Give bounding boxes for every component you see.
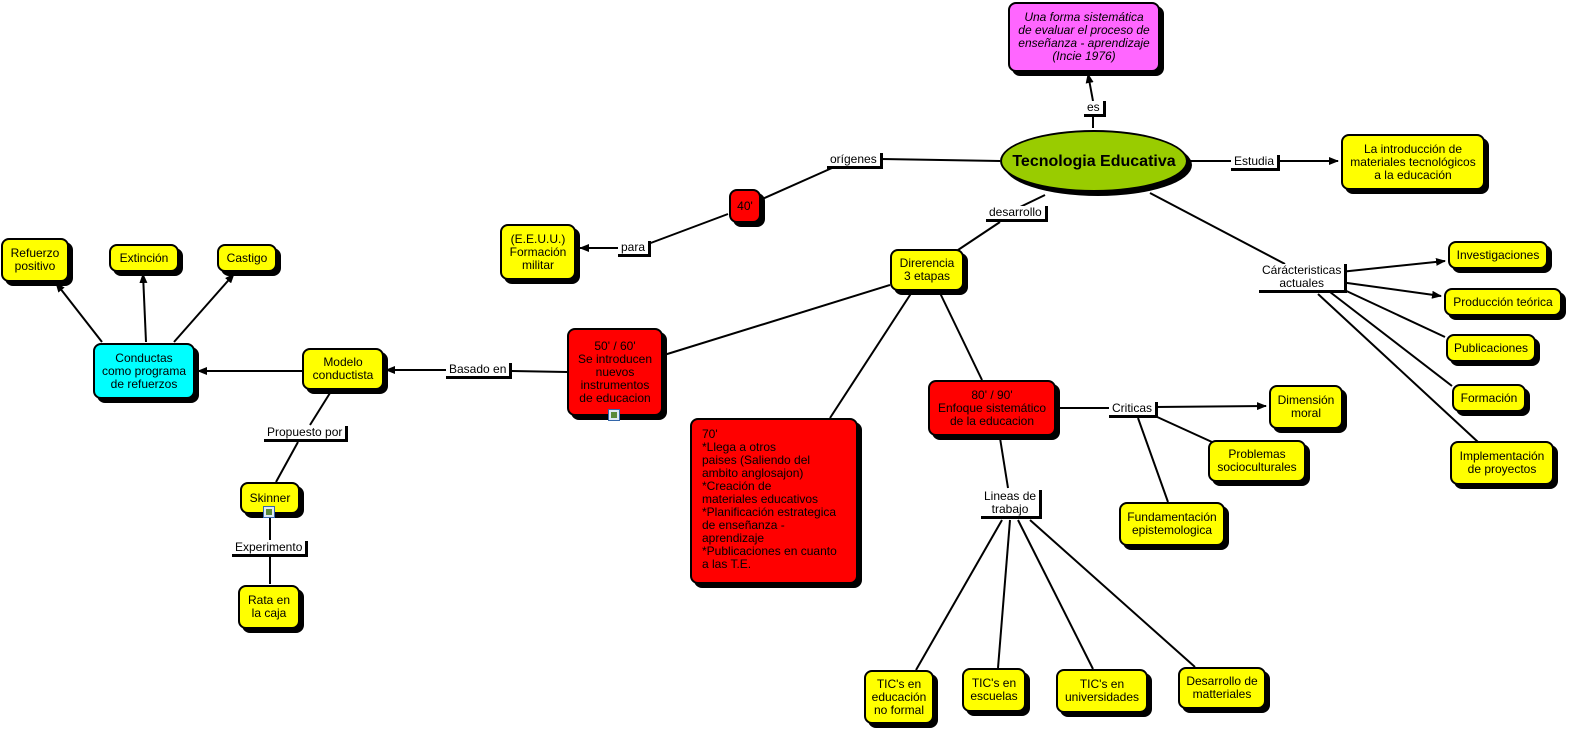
link-proposed-skinner — [275, 441, 299, 483]
node-tecnologia-educativa[interactable]: Tecnologia Educativa — [1000, 130, 1188, 192]
node-sociocultural-problems[interactable]: Problemas socioculturales — [1208, 440, 1306, 482]
node-intro-materials[interactable]: La introducción de materiales tecnológic… — [1341, 134, 1485, 190]
node-rat-in-box[interactable]: Rata en la caja — [238, 585, 300, 629]
image-icon[interactable] — [263, 506, 275, 518]
link-current-publications — [1339, 287, 1446, 338]
link-center-origins — [879, 158, 1001, 162]
node-moral-dimension[interactable]: Dimensión moral — [1269, 385, 1343, 429]
link-eighties-worklines — [999, 437, 1009, 489]
node-extinction[interactable]: Extinción — [109, 244, 179, 272]
link-stages-seventies — [829, 291, 913, 419]
node-publications[interactable]: Publicaciones — [1446, 334, 1536, 362]
link-origins-forties — [759, 167, 833, 201]
node-research[interactable]: Investigaciones — [1448, 241, 1548, 269]
node-tic-nonformal[interactable]: TIC's en educación no formal — [864, 670, 934, 724]
node-project-implementation[interactable]: Implementación de proyectos — [1450, 441, 1554, 485]
node-tic-universities[interactable]: TIC's en universidades — [1056, 669, 1148, 713]
link-current-projects — [1317, 293, 1479, 443]
link-conducts-punishment — [173, 273, 235, 343]
link-development-stages — [957, 221, 1001, 251]
label-experiment: Experimento — [232, 541, 309, 557]
link-es-definition — [1085, 73, 1094, 102]
node-forties[interactable]: 40' — [729, 189, 761, 223]
node-epistemological-basis[interactable]: Fundamentación epistemologica — [1119, 502, 1225, 546]
label-work-lines: Lineas de trabajo — [981, 490, 1043, 519]
link-worklines-materials — [1029, 519, 1196, 668]
link-worklines-schools — [997, 519, 1011, 669]
node-definition[interactable]: Una forma sistemática de evaluar el proc… — [1008, 2, 1160, 72]
link-critiques-sociocultural — [1154, 415, 1213, 443]
label-studies: Estudia — [1231, 155, 1281, 171]
link-current-training — [1329, 291, 1453, 387]
label-development: desarrollo — [986, 206, 1048, 222]
node-conducts-program[interactable]: Conductas como programa de refuerzos — [93, 343, 195, 399]
link-conducts-reinforcement — [55, 282, 103, 343]
link-current-research — [1339, 257, 1446, 273]
link-conducts-extinction — [139, 273, 148, 343]
link-behaviorist-proposed — [309, 392, 331, 426]
link-stages-eighties — [939, 292, 983, 381]
label-es: es — [1084, 101, 1106, 117]
node-materials-development[interactable]: Desarrollo de matteriales — [1178, 667, 1266, 709]
link-worklines-universities — [1017, 519, 1094, 670]
node-positive-reinforcement[interactable]: Refuerzo positivo — [1, 238, 69, 282]
label-origins: orígenes — [827, 153, 883, 169]
label-critiques: Criticas — [1109, 402, 1159, 418]
link-worklines-nonformal — [915, 519, 1003, 671]
node-eighties-nineties[interactable]: 80' / 90' Enfoque sistemático de la educ… — [928, 380, 1056, 436]
node-training[interactable]: Formación — [1452, 384, 1526, 412]
node-military-training[interactable]: (E.E.U.U.) Formación militar — [500, 224, 576, 280]
link-stages-fifties — [663, 284, 891, 356]
node-tic-schools[interactable]: TIC's en escuelas — [962, 668, 1026, 712]
link-center-development — [1017, 194, 1046, 209]
link-center-current — [1149, 192, 1286, 265]
image-icon[interactable] — [608, 409, 620, 421]
label-current-characteristics: Cárácteristicas actuales — [1259, 264, 1348, 293]
label-for: para — [618, 241, 652, 257]
node-theory-production[interactable]: Producción teórica — [1444, 288, 1562, 316]
link-forties-para — [647, 213, 729, 245]
link-critiques-moral — [1154, 402, 1267, 411]
node-three-stages[interactable]: Direrencia 3 etapas — [890, 249, 964, 291]
label-proposed-by: Propuesto por — [264, 426, 349, 442]
node-behaviorist-model[interactable]: Modelo conductista — [302, 348, 384, 390]
label-based-on: Basado en — [446, 363, 513, 379]
link-fifties-basedon — [511, 370, 568, 373]
link-critiques-epistemological — [1137, 417, 1169, 503]
node-fifties-sixties[interactable]: 50' / 60' Se introducen nuevos instrumen… — [567, 328, 663, 416]
link-current-theory — [1339, 281, 1442, 299]
node-punishment[interactable]: Castigo — [217, 244, 277, 272]
node-seventies[interactable]: 70' *Llega a otros paises (Saliendo del … — [690, 418, 858, 584]
